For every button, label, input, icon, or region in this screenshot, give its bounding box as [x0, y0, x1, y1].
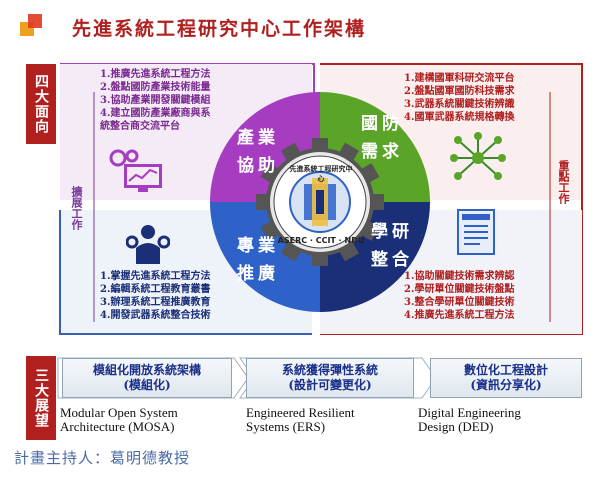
quadrant-industry-label: 產業協助	[232, 124, 284, 180]
outlook-ded-title: 數位化工程設計	[463, 363, 548, 377]
focus-work-label: 重點工作	[557, 160, 570, 204]
document-icon	[457, 209, 495, 255]
list-item: 1.掌握先進系統工程方法	[100, 271, 211, 282]
network-icon	[450, 132, 506, 180]
list-item: 1.協助關鍵技術需求辨認	[404, 271, 515, 282]
outlook-ers-title: 系統獲得彈性系統	[281, 363, 378, 377]
center-emblem	[256, 138, 384, 266]
logo-icon	[20, 14, 42, 36]
outlook-mosa-box: 模組化開放系統架構 (模組化)	[62, 358, 232, 398]
emblem-bottom-text: ASERC · CCIT · NDU	[277, 236, 365, 245]
quadrant-promotion-label: 專業推廣	[232, 232, 284, 288]
list-top-left: 1.推廣先進系統工程方法 2.盤點國防產業技術能量 3.協助產業開發關鍵模組 4…	[100, 68, 210, 133]
list-item: 1.建構國軍科研交流平台	[404, 73, 515, 84]
outlook-mosa-en-line2: Architecture (MOSA)	[60, 419, 175, 434]
list-bottom-right: 1.協助關鍵技術需求辨認 2.學研單位關鍵技術盤點 3.整合學研單位關鍵技術 4…	[404, 270, 514, 322]
list-item: 3.整合學研單位關鍵技術	[404, 297, 515, 308]
list-item: 4.推廣先進系統工程方法	[404, 310, 515, 321]
outlook-mosa-en-line1: Modular Open System	[60, 405, 178, 420]
four-aspects-label: 四大面向	[26, 64, 56, 144]
quadrant-defense-label: 國防需求	[356, 110, 408, 166]
list-item: 1.推廣先進系統工程方法	[100, 69, 211, 80]
list-top-right: 1.建構國軍科研交流平台 2.盤點國軍國防科技需求 3.武器系統關鍵技術辨識 4…	[404, 72, 514, 124]
three-outlooks-label: 三大展望	[26, 356, 56, 440]
outlook-mosa-title: 模組化開放系統架構	[92, 363, 201, 377]
outlook-ers-en-line2: Systems (ERS)	[246, 419, 326, 434]
quadrant-industry-text: 產業協助	[237, 128, 279, 176]
list-item: 3.武器系統關鍵技術辨識	[404, 99, 515, 110]
list-item: 4.開發武器系統整合技術	[100, 310, 211, 321]
expand-work-label: 擴展工作	[70, 186, 83, 230]
emblem-ring-text: 先進系統工程研究中心	[289, 164, 353, 183]
person-gears-icon	[126, 225, 170, 264]
outlook-ers-subtitle: (設計可變更化)	[288, 378, 372, 392]
list-item: 2.盤點國防產業技術能量	[100, 82, 211, 93]
outlook-ded-en-line1: Digital Engineering	[418, 405, 521, 420]
list-item: 2.盤點國軍國防科技需求	[404, 86, 515, 97]
list-item: 3.辦理系統工程推廣教育	[100, 297, 211, 308]
outlook-ded-subtitle: (資訊分享化)	[470, 378, 542, 392]
quadrant-academia-text: 學研整合	[371, 222, 413, 270]
outlook-ers-box: 系統獲得彈性系統 (設計可變更化)	[246, 358, 414, 398]
monitor-gears-icon	[109, 149, 162, 192]
footer-host: 計畫主持人：葛明德教授	[14, 449, 191, 467]
outlook-ers-en-line1: Engineered Resilient	[246, 405, 355, 420]
list-bottom-left: 1.掌握先進系統工程方法 2.編輯系統工程教育叢書 3.辦理系統工程推廣教育 4…	[100, 270, 210, 322]
outlook-ded-box: 數位化工程設計 (資訊分享化)	[430, 358, 582, 398]
quadrant-defense-text: 國防需求	[361, 114, 403, 162]
list-item: 2.學研單位關鍵技術盤點	[404, 284, 515, 295]
outlook-mosa-en: Modular Open System Architecture (MOSA)	[60, 406, 178, 434]
list-item: 統整合商交流平台	[100, 121, 180, 132]
page-title: 先進系統工程研究中心工作架構	[72, 18, 367, 40]
list-item: 2.編輯系統工程教育叢書	[100, 284, 211, 295]
quadrant-academia-label: 學研整合	[366, 218, 418, 274]
framework-diagram	[59, 63, 583, 335]
list-item: 3.協助產業開發關鍵模組	[100, 95, 211, 106]
outlook-ded-en-line2: Design (DED)	[418, 419, 494, 434]
list-item: 4.國軍武器系統規格轉換	[404, 112, 515, 123]
quadrant-promotion-text: 專業推廣	[237, 236, 279, 284]
outlook-ded-en: Digital Engineering Design (DED)	[418, 406, 521, 434]
list-item: 4.建立國防產業廠商與系	[100, 108, 211, 119]
outlook-mosa-subtitle: (模組化)	[123, 378, 171, 392]
outlook-ers-en: Engineered Resilient Systems (ERS)	[246, 406, 355, 434]
